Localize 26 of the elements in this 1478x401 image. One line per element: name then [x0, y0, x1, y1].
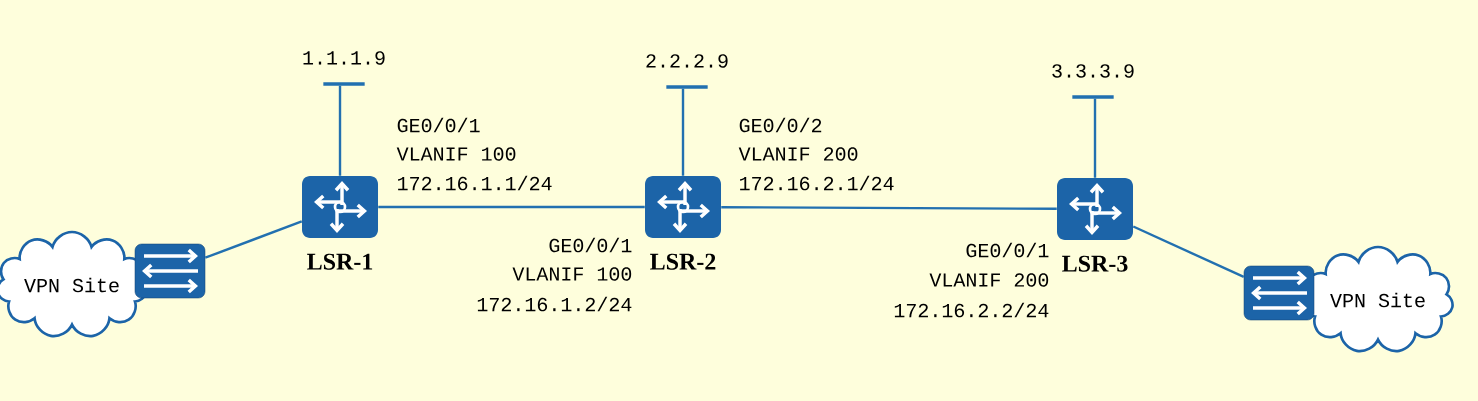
loopback-line — [1093, 98, 1097, 178]
interface-label: 172.16.1.1/24 — [398, 175, 552, 191]
interface-label: 172.16.2.2/24 — [894, 302, 1049, 318]
link-line — [204, 220, 303, 259]
interface-label: VLANIF 200 — [738, 147, 858, 161]
loopback-line — [681, 88, 685, 176]
interface-label: VLANIF 100 — [512, 267, 632, 281]
interface-label: GE0/0/1 — [397, 117, 480, 133]
link-line — [721, 206, 1057, 210]
interface-label: GE0/0/1 — [549, 237, 632, 253]
loopback-address: 1.1.1.9 — [303, 51, 385, 86]
interface-label: VLANIF 100 — [396, 147, 516, 161]
cloud: VPN Site — [0, 230, 148, 338]
interface-label: GE0/0/2 — [739, 117, 822, 133]
loopback-line — [338, 85, 342, 176]
switch-icon — [1243, 265, 1315, 321]
loopback-address: 3.3.3.9 — [1052, 64, 1134, 99]
link-line — [1132, 225, 1245, 279]
loopback-address: 2.2.2.9 — [646, 54, 728, 89]
switch-icon — [134, 243, 206, 299]
link-line — [378, 205, 645, 209]
interface-label: VLANIF 200 — [929, 273, 1049, 287]
interface-label: 172.16.1.2/24 — [477, 296, 632, 312]
interface-label: GE0/0/1 — [966, 242, 1049, 258]
interface-label: 172.16.2.1/24 — [740, 175, 894, 191]
cloud: VPN Site — [1302, 245, 1454, 353]
